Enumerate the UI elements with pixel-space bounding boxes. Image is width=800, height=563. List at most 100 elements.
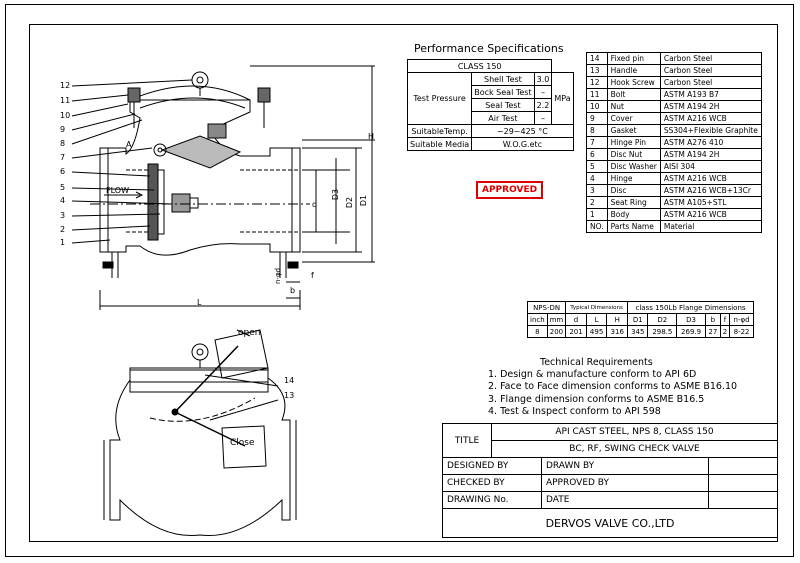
parts-material: AISI 304 <box>659 160 763 173</box>
test-pressure-label: Test Pressure <box>406 72 473 125</box>
requirement-item: 1. Design & manufacture conform to API 6… <box>488 369 697 381</box>
parts-material: Carbon Steel <box>659 76 763 89</box>
callout-11: 11 <box>60 96 71 105</box>
dim-col-header: D2 <box>647 313 678 326</box>
parts-material: ASTM A193 B7 <box>659 88 763 101</box>
parts-no: 12 <box>586 76 608 89</box>
parts-name: Hinge Pin <box>606 136 661 149</box>
section-a-label: A <box>126 140 132 149</box>
requirement-item: 3. Flange dimension conforms to ASME B16… <box>488 393 705 405</box>
temp-value: −29~425 °C <box>471 124 574 138</box>
approved-by-value[interactable] <box>708 474 778 492</box>
parts-header-no: NO. <box>586 220 608 233</box>
parts-no: 10 <box>586 100 608 113</box>
title-line-1: API CAST STEEL, NPS 8, CLASS 150 <box>491 423 778 441</box>
drawn-by-value[interactable] <box>708 457 778 475</box>
test-value: – <box>533 111 553 125</box>
requirement-item: 4. Test & Inspect conform to API 598 <box>488 405 661 417</box>
parts-name: Bolt <box>606 88 661 101</box>
dim-value: 298.5 <box>647 325 678 338</box>
dim-d: d <box>312 200 318 209</box>
parts-no: 6 <box>586 148 608 161</box>
dim-value: 200 <box>546 325 567 338</box>
handle-close <box>221 425 267 469</box>
parts-material: ASTM A216 WCB <box>659 112 763 125</box>
parts-material: ASTM A194 2H <box>659 100 763 113</box>
approved-stamp: APPROVED <box>476 181 544 199</box>
parts-no: 7 <box>586 136 608 149</box>
parts-material: SS304+Flexible Graphite <box>659 124 763 137</box>
callout-1: 1 <box>60 238 66 247</box>
dim-value: 345 <box>627 325 649 338</box>
dim-value: 269.9 <box>676 325 706 338</box>
dim-col-header: f <box>719 313 731 326</box>
drawn-by-label: DRAWN BY <box>540 457 710 475</box>
title-label: TITLE <box>442 423 492 458</box>
performance-title: Performance Specifications <box>414 42 564 55</box>
callout-4: 4 <box>60 196 66 205</box>
parts-header-name: Parts Name <box>606 220 661 233</box>
dim-n-phi-d: n-φd <box>274 267 283 285</box>
technical-requirements: Technical Requirements 1. Design & manuf… <box>488 357 737 418</box>
callout-12: 12 <box>60 81 71 90</box>
parts-name: Nut <box>606 100 661 113</box>
parts-name: Fixed pin <box>606 52 661 65</box>
callout-3: 3 <box>60 211 66 220</box>
test-name: Seal Test <box>471 98 535 112</box>
requirements-title: Technical Requirements <box>540 357 653 368</box>
dim-f: f <box>311 271 314 280</box>
parts-material: ASTM A105+STL <box>659 196 763 209</box>
drawing-border <box>29 24 778 542</box>
close-label: Close <box>230 438 255 448</box>
parts-material: ASTM A216 WCB <box>659 172 763 185</box>
temp-label: SuitableTemp. <box>406 124 473 138</box>
callout-14: 14 <box>284 376 295 385</box>
dim-value: 316 <box>606 325 629 338</box>
approved-by-label: APPROVED BY <box>540 474 710 492</box>
dim-col-header: b <box>704 313 721 326</box>
parts-name: Seat Ring <box>606 196 661 209</box>
test-value: 2.2 <box>533 98 553 112</box>
callout-5: 5 <box>60 183 66 192</box>
dim-col-header: d <box>565 313 587 326</box>
hinge-arm <box>160 135 242 169</box>
flange-header: class 150Lb Flange Dimensions <box>627 301 754 314</box>
side-view-body <box>109 369 291 537</box>
parts-no: 1 <box>586 208 608 221</box>
title-line-2: BC, RF, SWING CHECK VALVE <box>491 440 778 458</box>
test-value: – <box>533 85 553 99</box>
test-name: Shell Test <box>471 72 535 86</box>
callout-10: 10 <box>60 111 71 120</box>
title-block: TITLE API CAST STEEL, NPS 8, CLASS 150 B… <box>442 423 778 538</box>
valve-body-outline <box>99 99 301 256</box>
parts-name: Cover <box>606 112 661 125</box>
callout-6: 6 <box>60 167 66 176</box>
media-value: W.O.G.etc <box>471 137 574 151</box>
callout-13: 13 <box>284 391 295 400</box>
dim-col-header: mm <box>546 313 567 326</box>
parts-no: 11 <box>586 88 608 101</box>
parts-no: 14 <box>586 52 608 65</box>
parts-name: Disc <box>606 184 661 197</box>
date-value[interactable] <box>708 491 778 509</box>
parts-no: 4 <box>586 172 608 185</box>
dim-value: 201 <box>565 325 587 338</box>
parts-no: 13 <box>586 64 608 77</box>
dim-d2: D2 <box>345 196 355 209</box>
company-name: DERVOS VALVE CO.,LTD <box>442 508 778 538</box>
dim-d1: D1 <box>359 194 369 207</box>
dim-value: 2 <box>719 325 731 338</box>
performance-table: CLASS 150 Test Pressure Shell Test 3.0 M… <box>406 59 574 151</box>
outer-border <box>5 4 794 557</box>
parts-material: ASTM A216 WCB <box>659 208 763 221</box>
unit-cell: MPa <box>551 72 574 125</box>
